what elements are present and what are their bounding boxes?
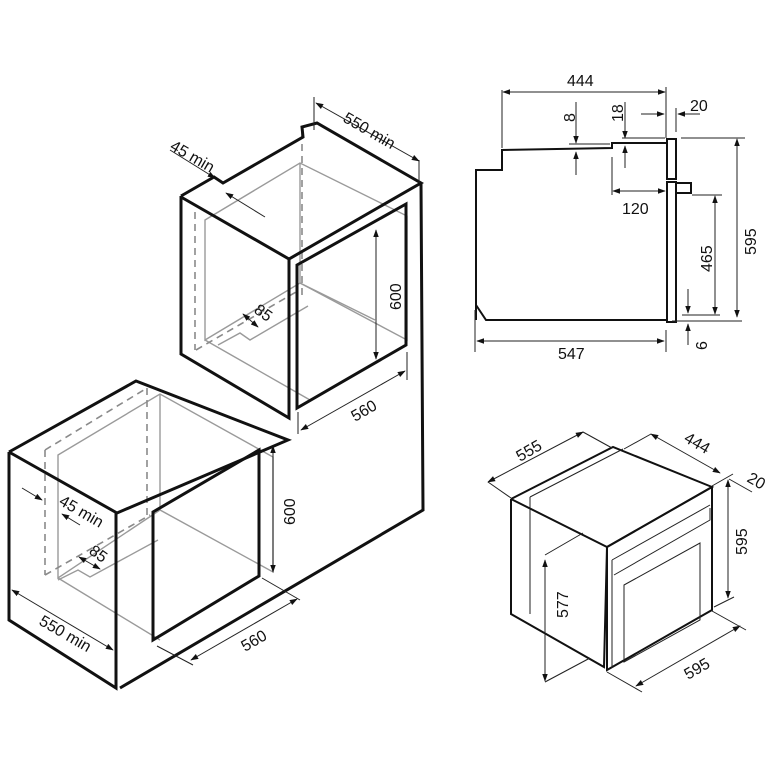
side-bottom-depth-label: 547 xyxy=(558,346,585,363)
iso-front-height-label: 595 xyxy=(734,528,751,555)
undercounter-depth-label: 550 min xyxy=(36,613,94,656)
iso-overall-depth-label: 555 xyxy=(514,437,546,465)
column-height-label: 600 xyxy=(388,283,405,310)
side-view-dimensions: 444 20 8 18 120 595 465 6 547 xyxy=(474,73,760,363)
side-control-depth-label: 120 xyxy=(622,201,649,218)
undercounter-width-label: 560 xyxy=(239,627,271,655)
undercounter-height-label: 600 xyxy=(282,498,299,525)
side-top-depth-label: 444 xyxy=(567,73,594,90)
column-depth-label: 550 min xyxy=(340,110,398,153)
iso-front-width-label: 595 xyxy=(682,655,714,683)
column-rear-gap-label: 45 min xyxy=(167,138,217,177)
side-view xyxy=(475,138,692,323)
side-step-18-label: 18 xyxy=(610,104,627,122)
side-front-thickness-label: 20 xyxy=(690,98,708,115)
iso-front-thickness-label: 20 xyxy=(744,470,768,494)
side-height-label: 595 xyxy=(743,228,760,255)
side-bottom-offset-label: 6 xyxy=(694,341,711,350)
side-step-8-label: 8 xyxy=(562,113,579,122)
undercounter-rear-gap-label: 45 min xyxy=(56,493,106,532)
column-width-label: 560 xyxy=(349,397,381,425)
side-door-height-label: 465 xyxy=(699,245,716,272)
column-cabinet xyxy=(119,121,425,690)
column-cutout-label: 85 xyxy=(251,301,275,325)
iso-body-height-label: 577 xyxy=(555,591,572,618)
iso-oven xyxy=(510,445,715,672)
